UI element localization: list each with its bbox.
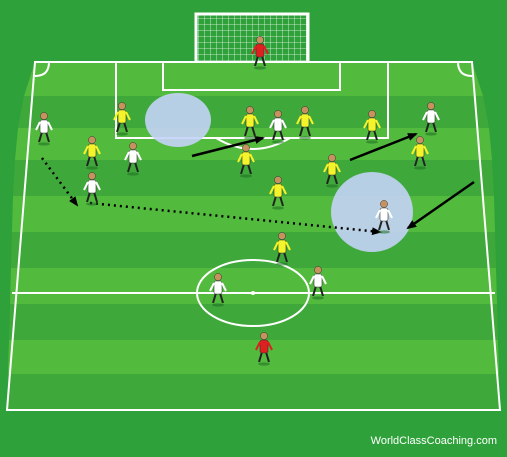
goal-area	[162, 62, 341, 91]
zone-left	[145, 93, 211, 147]
zone-right	[331, 172, 413, 252]
player-yellow-icon	[411, 136, 429, 170]
goal-net-icon	[194, 12, 310, 62]
player-yellow-icon	[113, 102, 131, 136]
center-circle	[196, 259, 310, 327]
player-white-icon	[35, 112, 53, 146]
player-white-icon	[309, 266, 327, 300]
players	[35, 36, 440, 366]
player-yellow-icon	[323, 154, 341, 188]
corner-arc-right	[457, 61, 473, 77]
player-yellow-icon	[363, 110, 381, 144]
player-yellow-icon	[273, 232, 291, 266]
goalkeeper-icon	[255, 332, 273, 366]
solid-arrow	[406, 180, 475, 230]
solid-arrow	[191, 136, 265, 158]
player-yellow-icon	[237, 144, 255, 178]
watermark-text: WorldClassCoaching.com	[371, 435, 497, 447]
solid-arrow	[349, 132, 418, 162]
player-yellow-icon	[241, 106, 259, 140]
player-yellow-icon	[83, 136, 101, 170]
center-spot	[251, 291, 255, 295]
dotted-arrow	[89, 201, 382, 236]
goalkeeper-icon	[251, 36, 269, 70]
player-white-icon	[375, 200, 393, 234]
dotted-arrow	[40, 157, 79, 207]
movement-arrows	[40, 132, 475, 236]
player-white-icon	[209, 273, 227, 307]
player-white-icon	[83, 172, 101, 206]
player-white-icon	[422, 102, 440, 136]
player-white-icon	[124, 142, 142, 176]
player-yellow-icon	[296, 106, 314, 140]
player-yellow-icon	[269, 176, 287, 210]
corner-arc-left	[34, 61, 50, 77]
zones	[145, 93, 413, 252]
player-white-icon	[269, 110, 287, 144]
